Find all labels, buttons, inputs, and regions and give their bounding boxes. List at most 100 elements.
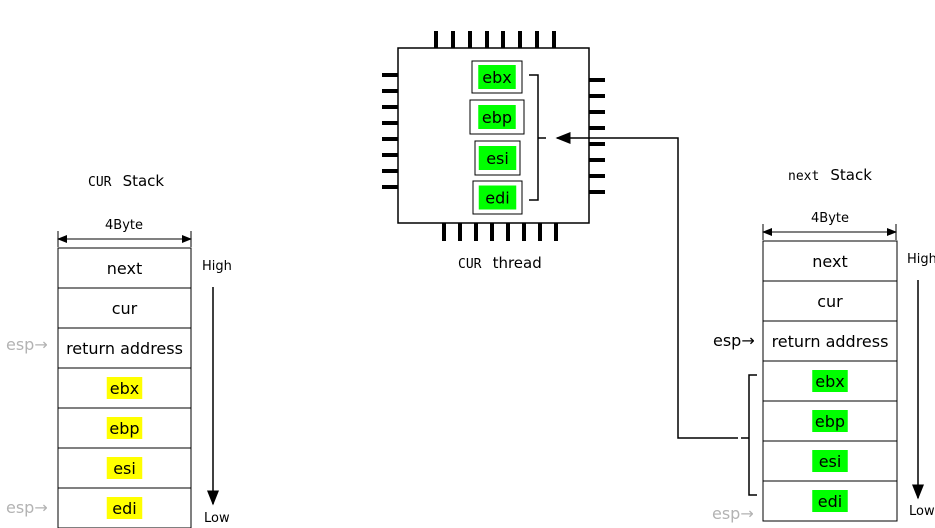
stack-cell-box <box>57 287 192 329</box>
cpu-caption-text: thread <box>493 254 542 272</box>
right-esp-bottom: esp→ <box>712 504 754 523</box>
stack-cell: esi <box>762 440 898 482</box>
stack-cell: ebx <box>57 367 192 409</box>
stack-cell: cur <box>762 280 898 322</box>
right-high-label: High <box>907 252 935 267</box>
stack-cell-label: cur <box>817 292 843 311</box>
stack-cell-highlight <box>812 370 848 392</box>
cpu-register-highlight <box>478 146 517 170</box>
stack-cell: ebp <box>762 400 898 442</box>
cpu-pin-right <box>589 142 605 146</box>
cpu-pin-left <box>382 137 398 141</box>
cpu-pin-left <box>382 153 398 157</box>
right-esp-top: esp→ <box>713 331 755 350</box>
stack-cell-box <box>762 240 898 282</box>
cpu-pin-right <box>589 110 605 114</box>
cpu-pin-right <box>589 94 605 98</box>
cpu-pin-left <box>382 89 398 93</box>
stack-cell-label: next <box>107 259 142 278</box>
stack-cell-highlight <box>812 490 848 512</box>
stack-cell: ebx <box>762 360 898 402</box>
stack-cell: edi <box>57 487 192 528</box>
cpu-register-brace <box>529 74 546 201</box>
stack-cell: cur <box>57 287 192 329</box>
right-stack-title-text: Stack <box>830 166 872 184</box>
cpu-pin-right <box>589 158 605 162</box>
left-high-label: High <box>202 259 232 274</box>
cpu-register: esi <box>474 140 521 176</box>
stack-cell-label: ebp <box>815 412 845 431</box>
stack-cell-label: ebx <box>815 372 844 391</box>
stack-cell-highlight <box>106 457 143 479</box>
cpu-pin-left <box>382 169 398 173</box>
cpu-register-label: ebp <box>482 108 512 127</box>
stack-cell-box <box>762 320 898 362</box>
cpu-register: ebp <box>469 99 525 135</box>
cpu-pin-left <box>382 185 398 189</box>
left-esp-top: esp→ <box>6 335 48 354</box>
cpu-pin-top <box>468 31 472 48</box>
right-saved-regs-brace <box>741 374 757 496</box>
left-stack-cells: next cur return address ebx ebp esi edi <box>57 247 192 528</box>
left-esp-bottom: esp→ <box>6 498 48 517</box>
cpu-caption-mono: CUR <box>458 257 482 272</box>
stack-cell-label: next <box>812 252 847 271</box>
stack-cell-highlight <box>106 377 143 399</box>
right-stack-title-mono: next <box>788 169 819 184</box>
cpu-pins <box>382 31 605 241</box>
stack-cell-label: esi <box>113 459 136 478</box>
right-width-label: 4Byte <box>811 211 849 226</box>
stack-cell: esi <box>57 447 192 489</box>
cpu-pin-top <box>485 31 489 48</box>
cpu-pin-top <box>501 31 505 48</box>
stack-cell-label: ebx <box>110 379 139 398</box>
cpu-register: ebx <box>471 60 523 94</box>
stack-cell-label: return address <box>66 339 183 358</box>
stack-cell-label: return address <box>772 332 889 351</box>
cpu-pin-bottom <box>442 223 446 241</box>
cpu-register-label: edi <box>485 189 509 208</box>
cpu-pin-left <box>382 121 398 125</box>
cpu-register-label: esi <box>486 149 509 168</box>
stack-cell: next <box>57 247 192 289</box>
cpu-pin-top <box>535 31 539 48</box>
cpu-pin-top <box>518 31 522 48</box>
cpu-registers: ebx ebp esi edi <box>469 60 525 215</box>
cpu-register: edi <box>472 180 523 215</box>
cpu-pin-bottom <box>506 223 510 241</box>
cpu-pin-left <box>382 73 398 77</box>
stack-cell-box <box>57 327 192 369</box>
stack-cell-label: edi <box>818 492 842 511</box>
cpu-pin-bottom <box>522 223 526 241</box>
cpu-register-highlight <box>478 105 516 129</box>
left-stack-title-text: Stack <box>123 172 165 190</box>
stack-cell: return address <box>57 327 192 369</box>
stack-cell-label: ebp <box>109 419 139 438</box>
stack-cell: edi <box>762 480 898 522</box>
cpu-caption: CUR thread <box>458 253 542 272</box>
left-stack-title-mono: CUR <box>88 175 112 190</box>
cpu-pin-bottom <box>554 223 558 241</box>
stack-cell-label: edi <box>112 499 136 518</box>
stack-cell-highlight <box>812 410 848 432</box>
stack-cell-highlight <box>812 450 848 472</box>
restore-arrow <box>555 132 738 439</box>
right-stack-cells: next cur return address ebx ebp esi edi <box>762 240 898 522</box>
cpu-pin-bottom <box>474 223 478 241</box>
cpu-pin-top <box>552 31 556 48</box>
cpu-pin-bottom <box>538 223 542 241</box>
cpu-register-highlight <box>478 185 517 210</box>
stack-cell: return address <box>762 320 898 362</box>
cpu-pin-bottom <box>490 223 494 241</box>
left-low-label: Low <box>204 511 230 526</box>
right-stack-title: next Stack <box>788 165 872 184</box>
cpu-pin-bottom <box>458 223 462 241</box>
right-stack: next Stack 4Byte next cur return address eb… <box>712 165 935 523</box>
cpu-pin-top <box>451 31 455 48</box>
stack-cell-box <box>762 280 898 322</box>
cpu-register-highlight <box>478 65 516 89</box>
cpu-pin-top <box>434 31 438 48</box>
stack-cell-box <box>57 247 192 289</box>
left-width-label: 4Byte <box>105 218 143 233</box>
